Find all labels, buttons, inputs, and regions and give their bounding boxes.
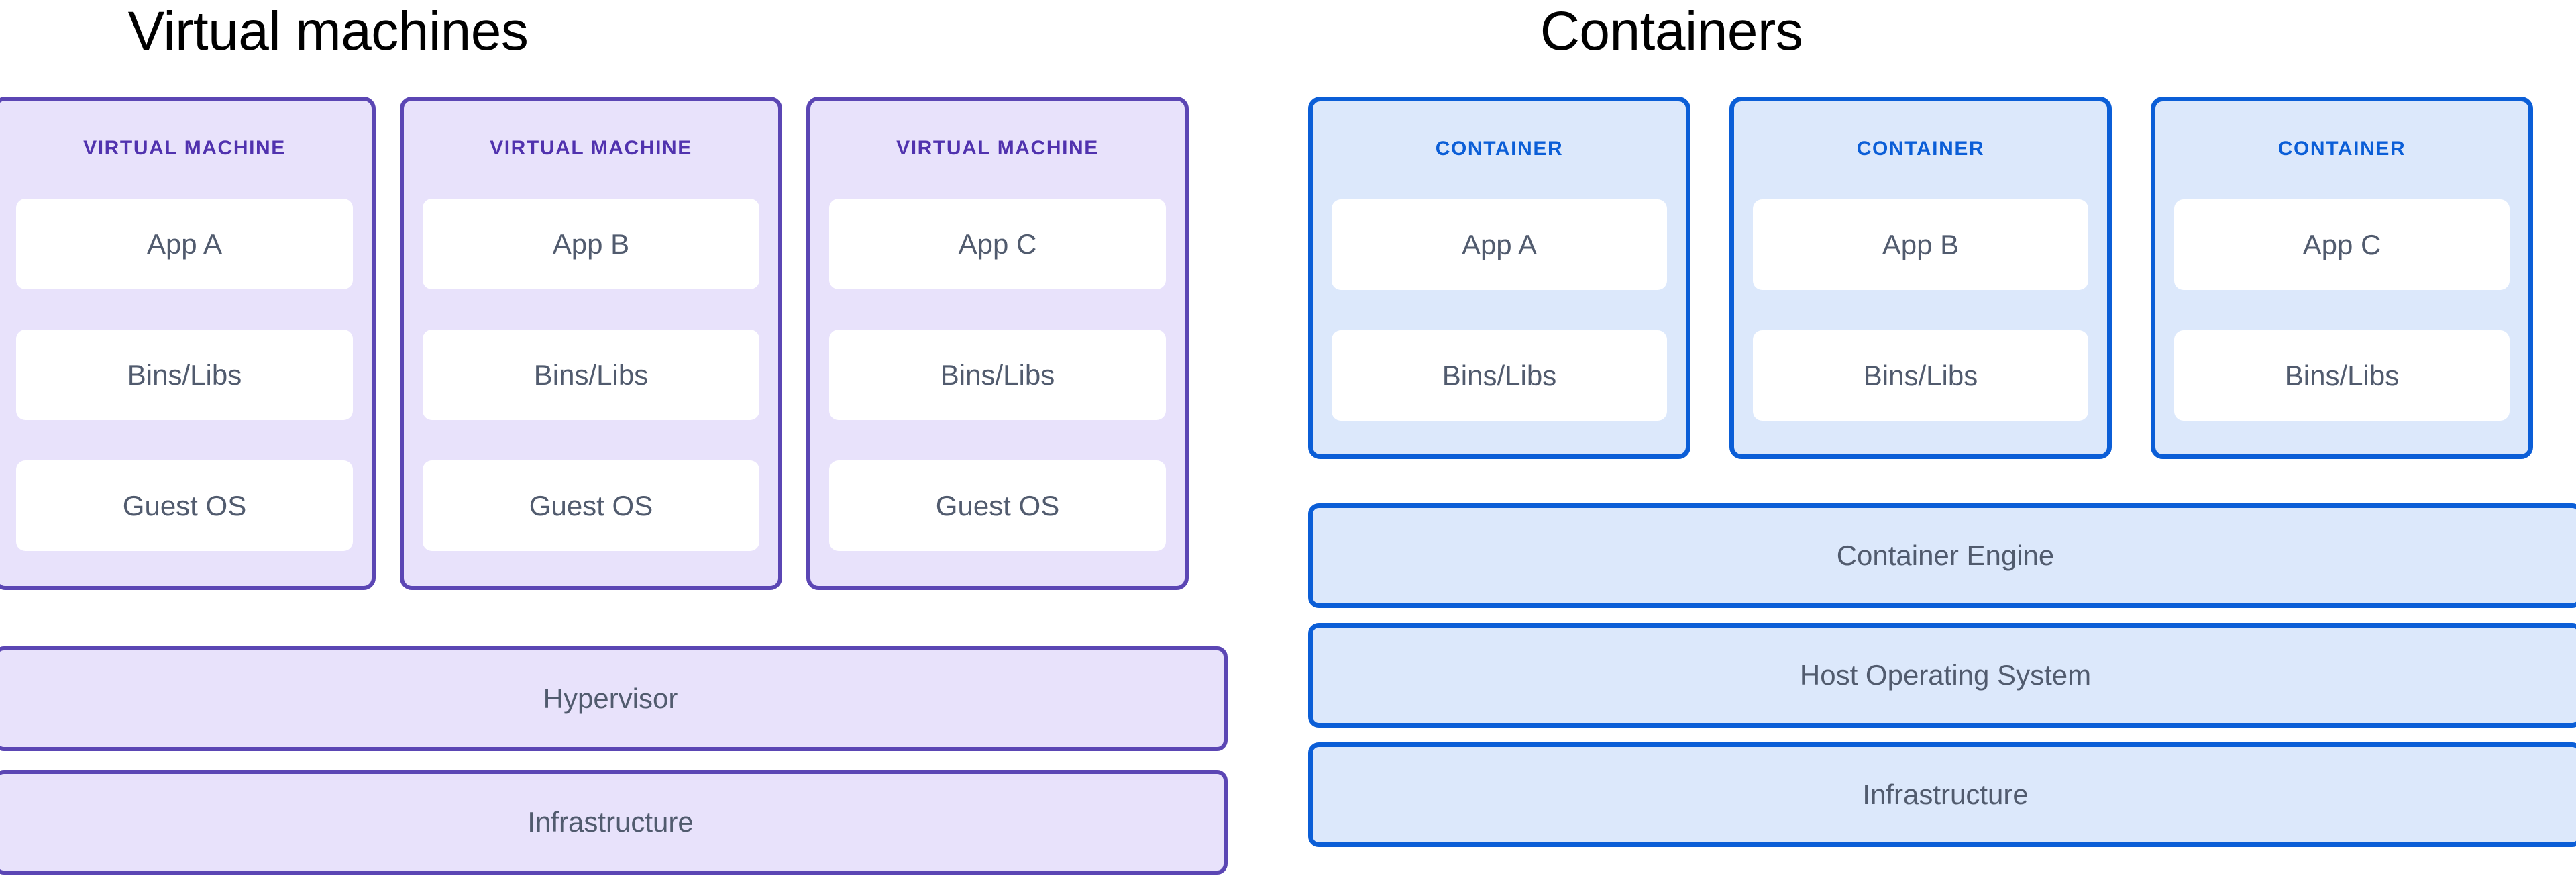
container-card-label: CONTAINER — [1856, 138, 1985, 160]
virtual-machine-card: VIRTUAL MACHINE App B Bins/Libs Guest OS — [400, 97, 782, 590]
container-layer-app: App B — [1753, 199, 2088, 290]
container-layer-app: App C — [2174, 199, 2510, 290]
vm-layer-guest-os: Guest OS — [829, 460, 1166, 551]
virtual-machine-card: VIRTUAL MACHINE App C Bins/Libs Guest OS — [806, 97, 1189, 590]
virtual-machine-card: VIRTUAL MACHINE App A Bins/Libs Guest OS — [0, 97, 376, 590]
container-card-row: CONTAINER App A Bins/Libs CONTAINER App … — [1308, 97, 2533, 459]
container-base-layer-host-operating-system: Host Operating System — [1308, 623, 2576, 728]
vm-layer-app: App A — [16, 199, 353, 289]
vm-layer-guest-os: Guest OS — [16, 460, 353, 551]
virtual-machine-card-row: VIRTUAL MACHINE App A Bins/Libs Guest OS… — [0, 97, 1189, 590]
container-card-label: CONTAINER — [1435, 138, 1564, 160]
containers-heading: Containers — [1540, 1, 1803, 62]
virtual-machine-card-label: VIRTUAL MACHINE — [83, 137, 286, 159]
vm-layer-bins-libs: Bins/Libs — [423, 330, 759, 420]
container-card-label: CONTAINER — [2277, 138, 2406, 160]
container-layer-bins-libs: Bins/Libs — [1332, 330, 1667, 421]
container-card: CONTAINER App A Bins/Libs — [1308, 97, 1690, 459]
virtual-machine-card-label: VIRTUAL MACHINE — [490, 137, 692, 159]
virtual-machine-card-label: VIRTUAL MACHINE — [896, 137, 1099, 159]
container-layer-bins-libs: Bins/Libs — [2174, 330, 2510, 421]
container-card: CONTAINER App B Bins/Libs — [1729, 97, 2112, 459]
container-card: CONTAINER App C Bins/Libs — [2151, 97, 2533, 459]
virtual-machines-column: Virtual machines VIRTUAL MACHINE App A B… — [0, 0, 1267, 894]
vm-layer-guest-os: Guest OS — [423, 460, 759, 551]
vm-base-layer-hypervisor: Hypervisor — [0, 646, 1228, 751]
containers-base-stack: Container Engine Host Operating System I… — [1308, 503, 2576, 847]
vm-layer-bins-libs: Bins/Libs — [829, 330, 1166, 420]
vm-layer-app: App B — [423, 199, 759, 289]
containers-column: Containers CONTAINER App A Bins/Libs CON… — [1267, 0, 2576, 894]
container-layer-bins-libs: Bins/Libs — [1753, 330, 2088, 421]
virtual-machines-base-stack: Hypervisor Infrastructure — [0, 646, 1228, 875]
vm-layer-app: App C — [829, 199, 1166, 289]
vm-layer-bins-libs: Bins/Libs — [16, 330, 353, 420]
container-base-layer-container-engine: Container Engine — [1308, 503, 2576, 608]
vm-base-layer-infrastructure: Infrastructure — [0, 770, 1228, 875]
container-base-layer-infrastructure: Infrastructure — [1308, 742, 2576, 847]
virtual-machines-heading: Virtual machines — [127, 1, 529, 62]
container-layer-app: App A — [1332, 199, 1667, 290]
